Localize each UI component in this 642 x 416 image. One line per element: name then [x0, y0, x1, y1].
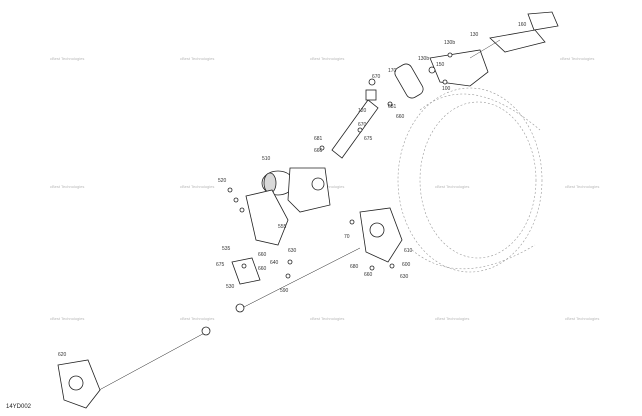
bolt [239, 207, 245, 213]
callout: 610 [404, 248, 413, 254]
callout: 555 [278, 224, 287, 230]
nut [287, 259, 293, 265]
steering-hub [527, 11, 559, 31]
callout: 660 [364, 272, 373, 278]
washer [357, 127, 363, 133]
document-code: 14YD002 [6, 404, 32, 410]
nut [369, 265, 375, 271]
output-gear [311, 177, 325, 191]
callout: 100 [442, 86, 451, 92]
callout: 670 [372, 74, 381, 80]
callout: 510 [262, 156, 271, 162]
callout: 520 [218, 178, 227, 184]
callout: 675 [364, 136, 373, 142]
dps-bracket [245, 189, 289, 246]
callout: 681 [314, 136, 323, 142]
callout: 640 [270, 260, 279, 266]
tie-rods [89, 247, 361, 396]
gearbox-housing [287, 167, 331, 213]
bolt [233, 197, 239, 203]
left-knuckle [57, 359, 101, 409]
callout: 150 [436, 62, 445, 68]
callout: 666 [314, 148, 323, 154]
callout: 630 [288, 248, 297, 254]
callout: 170 [388, 68, 397, 74]
watermark: cBest Technologies [435, 184, 469, 189]
bolt [368, 78, 376, 86]
callout: 630 [400, 274, 409, 280]
tie-rod-end [201, 326, 211, 336]
support-bracket [227, 187, 289, 246]
column-boot [394, 63, 424, 99]
watermark: cBest Technologies [560, 56, 594, 61]
callout: 620 [58, 352, 67, 358]
watermark: cBest Technologies [565, 316, 599, 321]
washer [319, 145, 325, 151]
nut [241, 263, 247, 269]
pitman-arm [231, 257, 293, 285]
callout: 130b [444, 40, 455, 46]
watermark: cBest Technologies [50, 316, 84, 321]
watermark: cBest Technologies [310, 56, 344, 61]
callout: 130b [418, 56, 429, 62]
callout: 535 [222, 246, 231, 252]
callout: 130 [470, 32, 479, 38]
watermark: cBest Technologies [310, 316, 344, 321]
knuckle-bore [68, 375, 84, 391]
callout: 70 [344, 234, 350, 240]
knuckle-bore [369, 222, 385, 238]
callout: 681 [388, 104, 397, 110]
callout: 160 [518, 22, 527, 28]
bolt [447, 52, 453, 58]
tie-rod-end [235, 303, 245, 313]
watermark: cBest Technologies [565, 184, 599, 189]
power-steering-unit [261, 167, 331, 213]
watermark: cBest Technologies [50, 56, 84, 61]
callout: 660 [396, 114, 405, 120]
callout: 660 [258, 266, 267, 272]
bushing [428, 66, 436, 74]
bolt [227, 187, 233, 193]
watermark: cBest Technologies [180, 316, 214, 321]
callout: 590 [280, 288, 289, 294]
watermark: cBest Technologies [180, 56, 214, 61]
steering-shaft [489, 29, 546, 53]
watermark: cBest Technologies [50, 184, 84, 189]
steering-column-assembly [428, 11, 559, 87]
callout: 670 [358, 122, 367, 128]
nut [389, 263, 395, 269]
bolt [442, 79, 448, 85]
watermark: cBest Technologies [180, 184, 214, 189]
bolt [349, 219, 355, 225]
washer [285, 273, 291, 279]
tire-outline [397, 87, 543, 273]
motor-end-cap [263, 172, 277, 194]
callout-labels: 160 130 130b 150 130b 170 670 100 681 12… [58, 22, 527, 358]
pitman-arm-part [231, 257, 261, 285]
callout: 530 [226, 284, 235, 290]
tie-rod-left [89, 329, 211, 396]
callout: 680 [350, 264, 359, 270]
tie-rod-right [237, 247, 361, 311]
right-knuckle [349, 207, 403, 271]
callout: 660 [258, 252, 267, 258]
intermediate-shaft [331, 99, 379, 159]
column-tube [319, 63, 424, 159]
callout: 600 [402, 262, 411, 268]
column-bracket [429, 49, 489, 87]
nut [387, 101, 393, 107]
watermark: cBest Technologies [435, 316, 469, 321]
universal-joint [365, 89, 377, 101]
callout: 120 [358, 108, 367, 114]
callout: 675 [216, 262, 225, 268]
